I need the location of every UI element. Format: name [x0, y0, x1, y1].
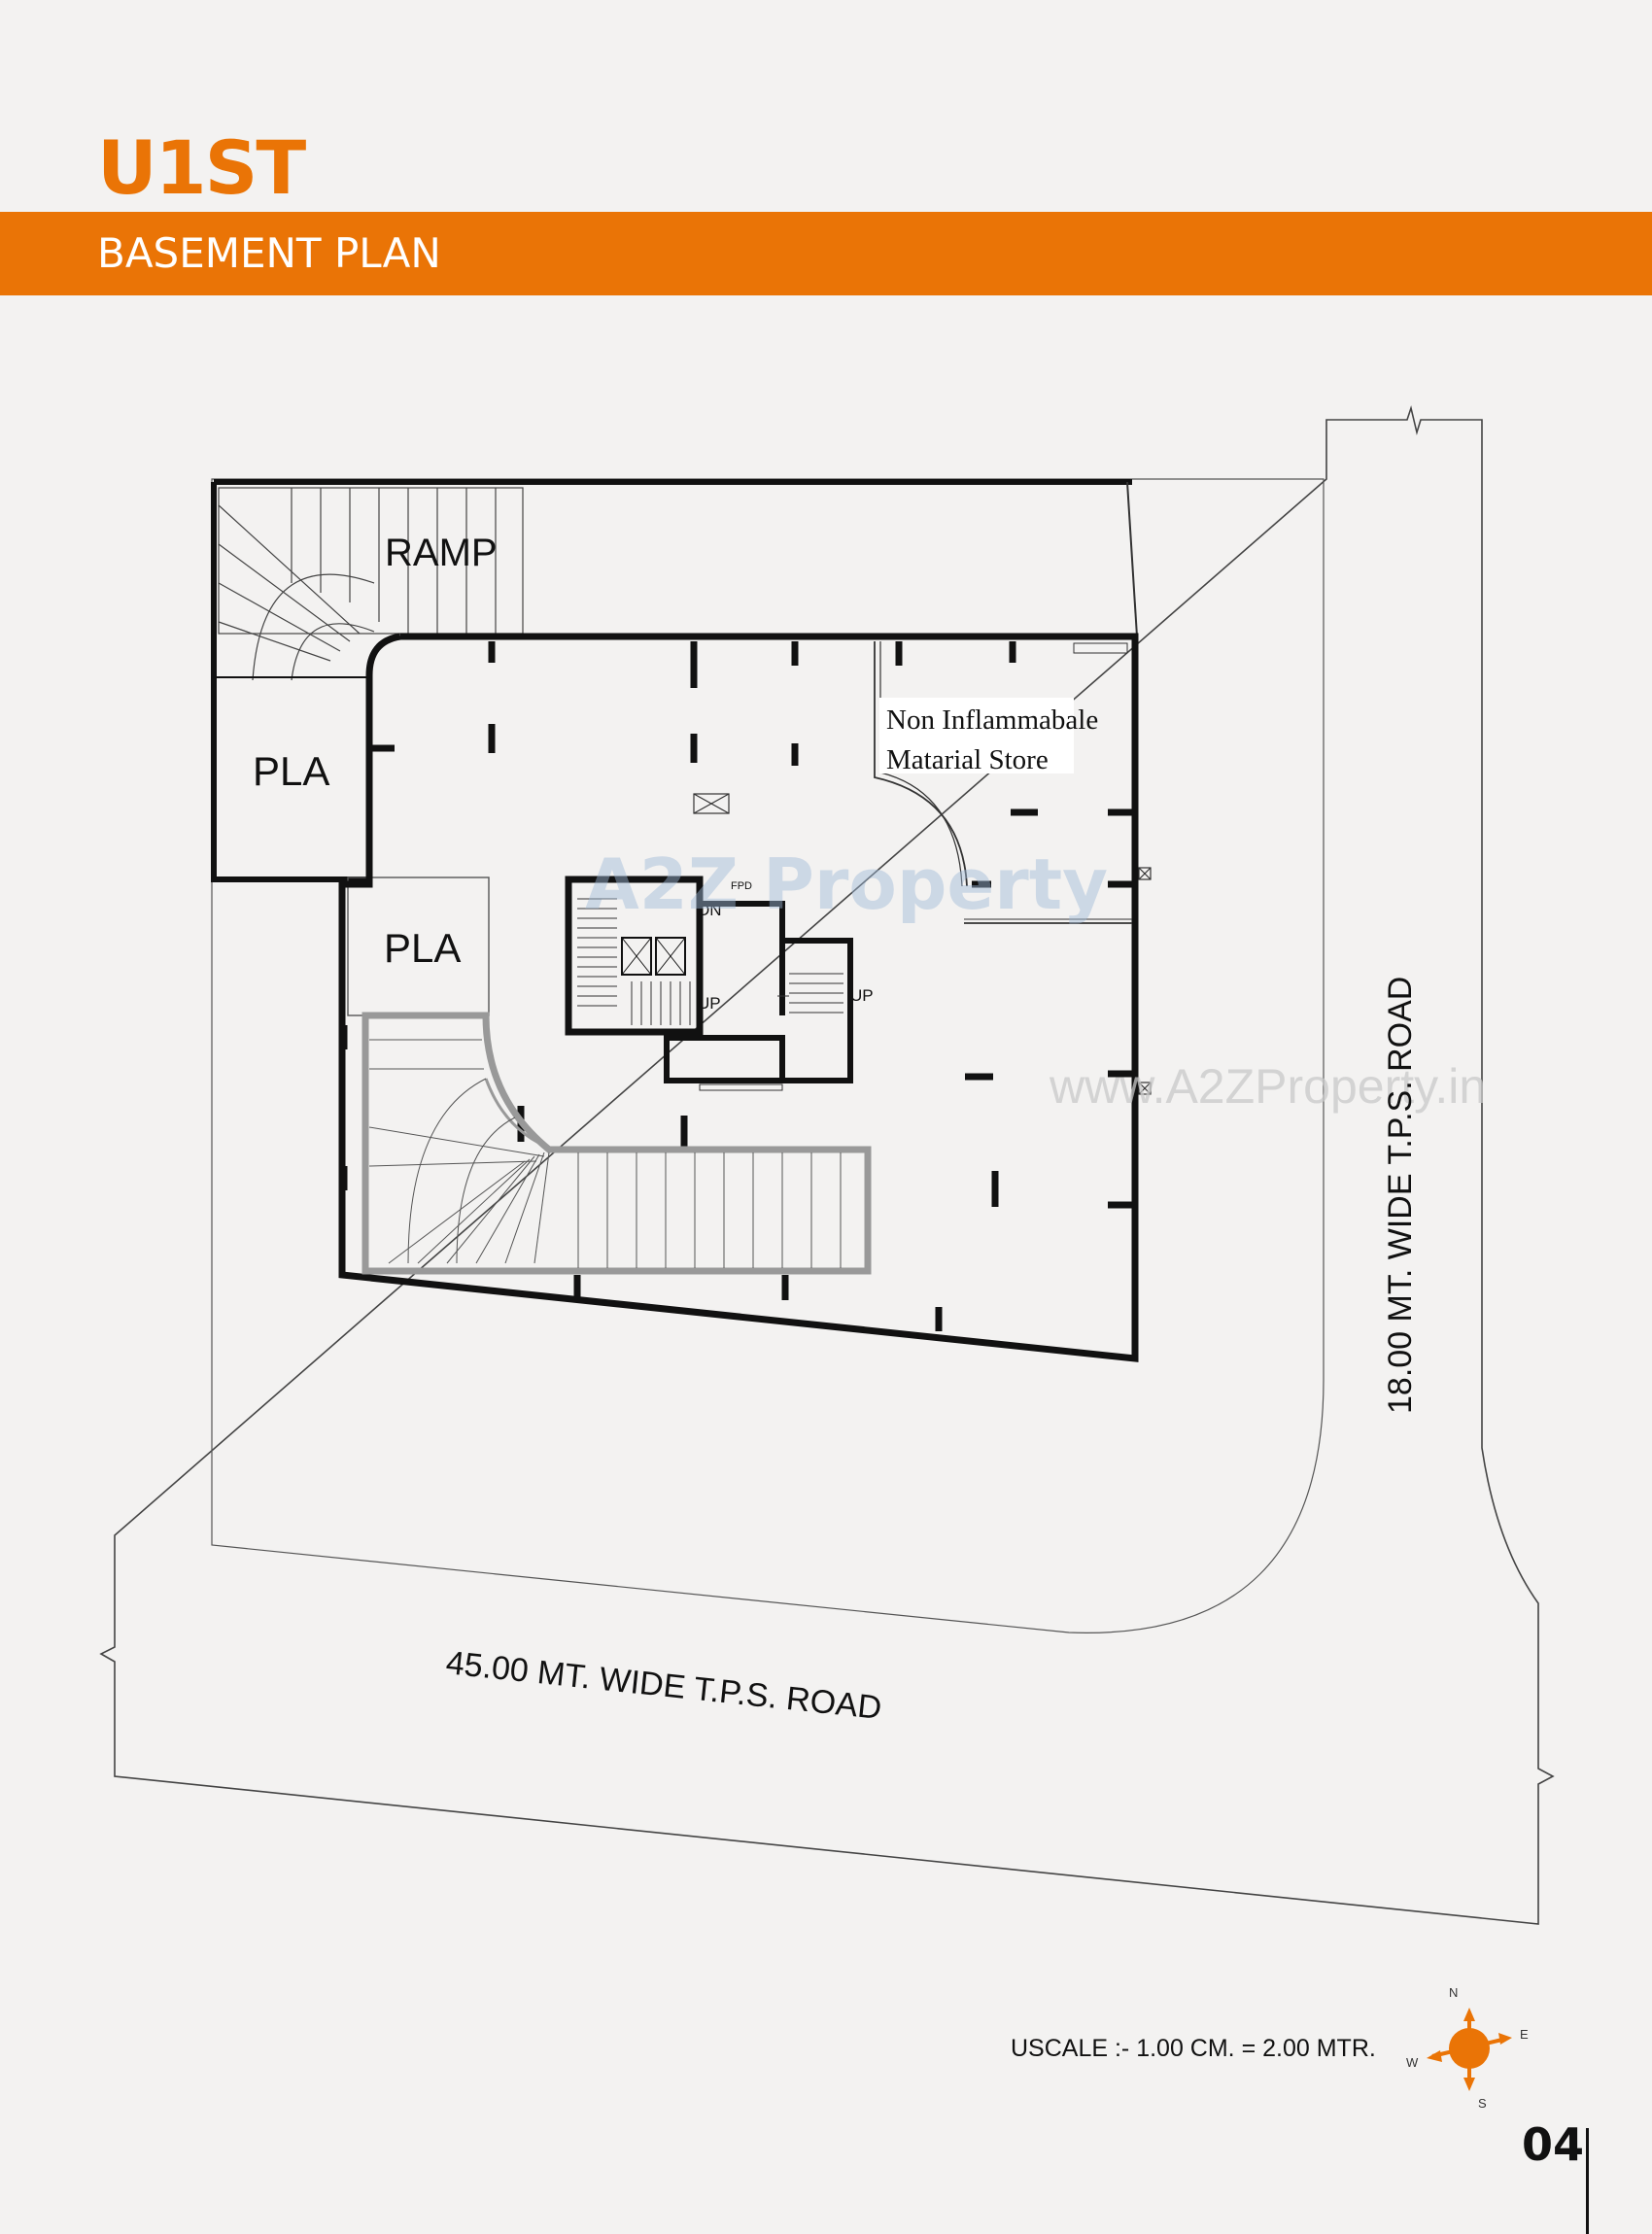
watermark-url: www.A2ZProperty.in [1049, 1059, 1486, 1114]
site-boundary [99, 405, 1555, 1925]
store-room-partition [874, 641, 1132, 924]
parking-label-2: PLA [384, 925, 461, 971]
stair-up-label-1: UP [698, 994, 721, 1013]
store-label-line-1: Non Inflammabale [886, 705, 1098, 736]
duct-markers [693, 793, 1152, 1095]
store-label-line-2: Matarial Store [886, 744, 1049, 775]
compass-n: N [1449, 1985, 1458, 2000]
outer-wall [211, 479, 1132, 882]
page-number: 04 [1522, 2118, 1585, 2171]
ramp-bottom [361, 1012, 872, 1275]
watermark-logo: A2Z Property [585, 843, 1108, 925]
brand-title: U1ST [97, 124, 306, 211]
compass-w: W [1406, 2055, 1419, 2070]
stair-core [565, 876, 853, 1091]
basement-wall [338, 633, 1139, 1362]
columns [340, 641, 1132, 1331]
ramp-top [218, 487, 524, 681]
parking-label-1: PLA [253, 748, 329, 794]
ramp-label: RAMP [385, 532, 498, 574]
fpd-label: FPD [731, 880, 752, 892]
title-banner: BASEMENT PLAN [0, 212, 1652, 295]
page-title: BASEMENT PLAN [97, 229, 441, 277]
stair-dn-label: DN [698, 901, 722, 919]
compass-e: E [1520, 2027, 1529, 2042]
east-road-label: 18.00 MT. WIDE T.P.S. ROAD [1382, 977, 1419, 1414]
compass-s: S [1478, 2096, 1487, 2111]
compass-icon: N E S W [1406, 1985, 1529, 2111]
stair-up-label-2: UP [850, 986, 874, 1005]
scale-note: USCALE :- 1.00 CM. = 2.00 MTR. [1011, 2035, 1376, 2062]
page-number-rule [1586, 2128, 1589, 2234]
south-road-label: 45.00 MT. WIDE T.P.S. ROAD [444, 1644, 883, 1727]
